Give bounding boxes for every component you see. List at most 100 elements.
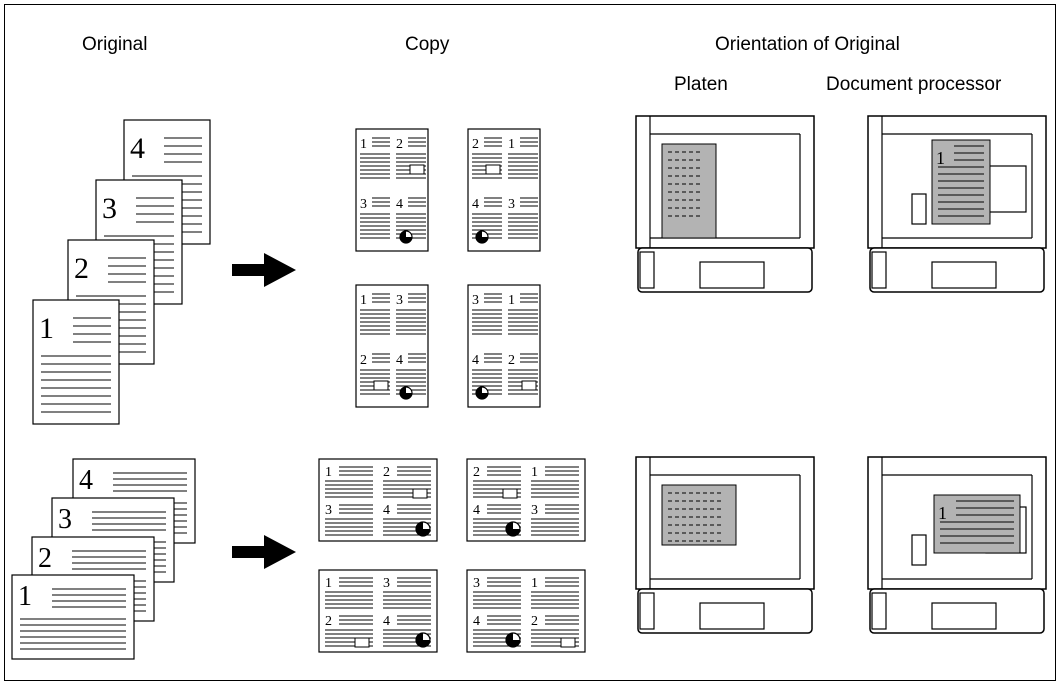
document-processor-subheader: Document processor bbox=[826, 74, 1002, 95]
page-number: 1 bbox=[18, 581, 32, 612]
page-number: 1 bbox=[938, 503, 947, 523]
copy-portrait-sheet: 2 1 4 3 bbox=[467, 128, 541, 252]
page-number: 1 bbox=[531, 465, 538, 480]
copier-handle bbox=[639, 251, 655, 289]
page-number: 1 bbox=[325, 465, 332, 480]
pie-slice bbox=[416, 522, 430, 536]
output-tray bbox=[985, 165, 1027, 213]
picture-box-icon bbox=[373, 380, 389, 391]
arrow-right-icon bbox=[232, 535, 296, 569]
page-number: 2 bbox=[472, 137, 479, 152]
copy-landscape-sheet: 2 1 4 3 bbox=[466, 458, 586, 542]
picture-box-icon bbox=[409, 164, 425, 175]
page-number: 3 bbox=[472, 293, 479, 308]
page-number: 1 bbox=[531, 576, 538, 591]
page-number: 4 bbox=[473, 503, 480, 518]
page-number: 4 bbox=[383, 614, 390, 629]
pie-slice bbox=[416, 633, 430, 647]
page-number: 2 bbox=[325, 614, 332, 629]
page-number: 2 bbox=[531, 614, 538, 629]
pie-slice bbox=[506, 522, 520, 536]
copier-document-processor-icon: 1 bbox=[867, 115, 1047, 293]
page-number: 3 bbox=[508, 197, 515, 212]
page-number: 3 bbox=[58, 504, 72, 535]
page-number: 3 bbox=[360, 197, 367, 212]
arrow-right-icon bbox=[232, 253, 296, 287]
copier-document-processor-icon: 1 bbox=[867, 456, 1047, 634]
copier-platen-icon bbox=[635, 115, 815, 293]
copier-panel bbox=[931, 261, 997, 289]
pie-chart-icon bbox=[399, 230, 413, 244]
copier-panel bbox=[699, 261, 765, 289]
copy-sheet bbox=[355, 128, 429, 252]
page-number: 4 bbox=[396, 353, 403, 368]
feeder-guide bbox=[911, 534, 927, 566]
copier-illustrations: 11 bbox=[635, 115, 1047, 634]
copy-landscape-sheet: 1 2 3 4 bbox=[318, 458, 438, 542]
page-number: 2 bbox=[473, 465, 480, 480]
copy-portrait-sheet: 3 1 4 2 bbox=[467, 284, 541, 408]
page-number: 2 bbox=[396, 137, 403, 152]
page-number: 1 bbox=[360, 293, 367, 308]
page-number: 3 bbox=[396, 293, 403, 308]
pie-chart-icon bbox=[415, 632, 431, 648]
picture-box-icon bbox=[521, 380, 537, 391]
pie-slice bbox=[400, 231, 412, 243]
pie-chart-icon bbox=[415, 521, 431, 537]
copier-panel bbox=[931, 602, 997, 630]
page-number: 2 bbox=[74, 252, 89, 285]
page-number: 2 bbox=[508, 353, 515, 368]
picture-box-icon bbox=[412, 488, 428, 499]
pie-chart-icon bbox=[505, 632, 521, 648]
page-number: 4 bbox=[473, 614, 480, 629]
original-portrait-page: 1 bbox=[32, 299, 120, 425]
original-on-glass bbox=[661, 484, 737, 546]
page-number: 4 bbox=[472, 353, 479, 368]
original-column-header: Original bbox=[82, 34, 148, 55]
page-number: 4 bbox=[383, 503, 390, 518]
original-in-feeder bbox=[931, 139, 991, 225]
page-number: 3 bbox=[325, 503, 332, 518]
page-number: 3 bbox=[531, 503, 538, 518]
page-number: 3 bbox=[473, 576, 480, 591]
diagram-frame bbox=[4, 4, 1056, 681]
pie-chart-icon bbox=[475, 386, 489, 400]
picture-box-icon bbox=[354, 637, 370, 648]
page-number: 2 bbox=[383, 465, 390, 480]
copier-handle bbox=[871, 592, 887, 630]
page-number: 4 bbox=[472, 197, 479, 212]
copy-sheet bbox=[467, 128, 541, 252]
page-sheet bbox=[32, 299, 120, 425]
copier-platen-icon bbox=[635, 456, 815, 634]
page-number: 3 bbox=[383, 576, 390, 591]
pie-slice bbox=[506, 633, 520, 647]
page-number: 1 bbox=[508, 137, 515, 152]
pie-slice bbox=[400, 387, 412, 399]
pie-chart-icon bbox=[399, 386, 413, 400]
original-landscape-page: 1 bbox=[11, 574, 135, 660]
page-number: 2 bbox=[38, 543, 52, 574]
arrow-shape bbox=[232, 253, 296, 287]
page-number: 1 bbox=[508, 293, 515, 308]
copier-handle bbox=[871, 251, 887, 289]
copier-handle bbox=[639, 592, 655, 630]
picture-box-icon bbox=[485, 164, 501, 175]
orientation-column-header: Orientation of Original bbox=[715, 34, 900, 55]
page-number: 4 bbox=[130, 132, 145, 165]
copier-panel bbox=[699, 602, 765, 630]
page-number: 3 bbox=[102, 192, 117, 225]
platen-subheader: Platen bbox=[674, 74, 728, 95]
page-number: 4 bbox=[79, 465, 93, 496]
page-number: 4 bbox=[396, 197, 403, 212]
original-on-glass bbox=[661, 143, 717, 239]
page-number: 1 bbox=[39, 312, 54, 345]
pie-slice bbox=[476, 387, 488, 399]
picture-box-icon bbox=[502, 488, 518, 499]
copy-column-header: Copy bbox=[405, 34, 450, 55]
